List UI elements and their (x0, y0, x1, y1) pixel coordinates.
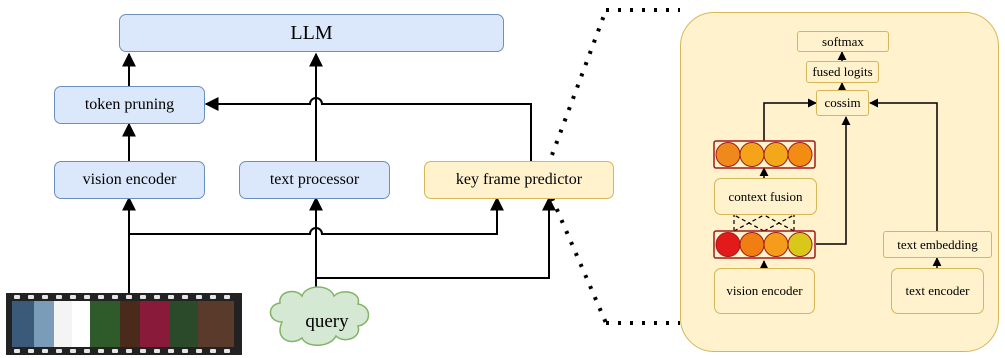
context-token (763, 142, 789, 167)
context-fusion-label: context fusion (728, 188, 803, 204)
context-token-row (713, 140, 816, 169)
context-token (787, 142, 813, 167)
text-encoder-box: text encoder (891, 268, 984, 314)
vision-token-row (713, 230, 816, 259)
arrow-context-tokens-to-cossim (763, 98, 817, 141)
cossim-box: cossim (816, 90, 869, 116)
video-frame (12, 301, 34, 347)
arrow-text-embedding-to-cossim (869, 98, 938, 231)
vision-encoder-box: vision encoder (54, 161, 205, 199)
key-frame-predictor-label: key frame predictor (455, 171, 583, 188)
video-frame (170, 301, 198, 347)
vision-token (787, 232, 813, 257)
context-fusion-box: context fusion (714, 178, 817, 215)
llm-box: LLM (119, 14, 504, 52)
arrow-key-frame-predictor-to-token-pruning (204, 97, 532, 161)
video-frame (198, 301, 234, 347)
softmax-label: softmax (822, 33, 864, 49)
video-frame (34, 301, 54, 347)
token-pruning-label: token pruning (84, 96, 175, 113)
text-processor-box: text processor (239, 161, 390, 199)
text-embedding-box: text embedding (883, 231, 992, 258)
video-frame (54, 301, 72, 347)
context-token (739, 142, 765, 167)
text-embedding-label: text embedding (897, 236, 978, 252)
arrow-film-to-key-frame-predictor (129, 196, 504, 235)
video-film-strip (6, 293, 242, 355)
dashed-fusion-lines (733, 214, 795, 232)
arrow-query-to-key-frame-predictor (316, 196, 556, 279)
vision-token (739, 232, 765, 257)
video-frame (120, 301, 140, 347)
text-encoder-label: text encoder (905, 283, 970, 298)
zoom-line-top (550, 9, 608, 156)
fused-logits-label: fused logits (812, 64, 873, 79)
vision-token (715, 232, 741, 257)
query-cloud-shape (269, 286, 370, 346)
query-label: query (305, 311, 349, 332)
llm-label: LLM (290, 21, 333, 44)
vision-token (763, 232, 789, 257)
detail-vision-encoder-label: vision encoder (726, 283, 803, 298)
video-frame (72, 301, 90, 347)
token-pruning-box: token pruning (54, 86, 205, 124)
detail-vision-encoder-box: vision encoder (714, 268, 815, 314)
arrow-vision-tokens-to-cossim (816, 116, 851, 245)
video-frame (140, 301, 170, 347)
softmax-box: softmax (797, 31, 889, 52)
video-frame (90, 301, 120, 347)
vision-encoder-label: vision encoder (82, 171, 177, 188)
cossim-label: cossim (824, 95, 861, 110)
fused-logits-box: fused logits (806, 61, 879, 83)
key-frame-predictor-box: key frame predictor (424, 161, 614, 199)
context-token (715, 142, 741, 167)
text-processor-label: text processor (269, 171, 360, 188)
